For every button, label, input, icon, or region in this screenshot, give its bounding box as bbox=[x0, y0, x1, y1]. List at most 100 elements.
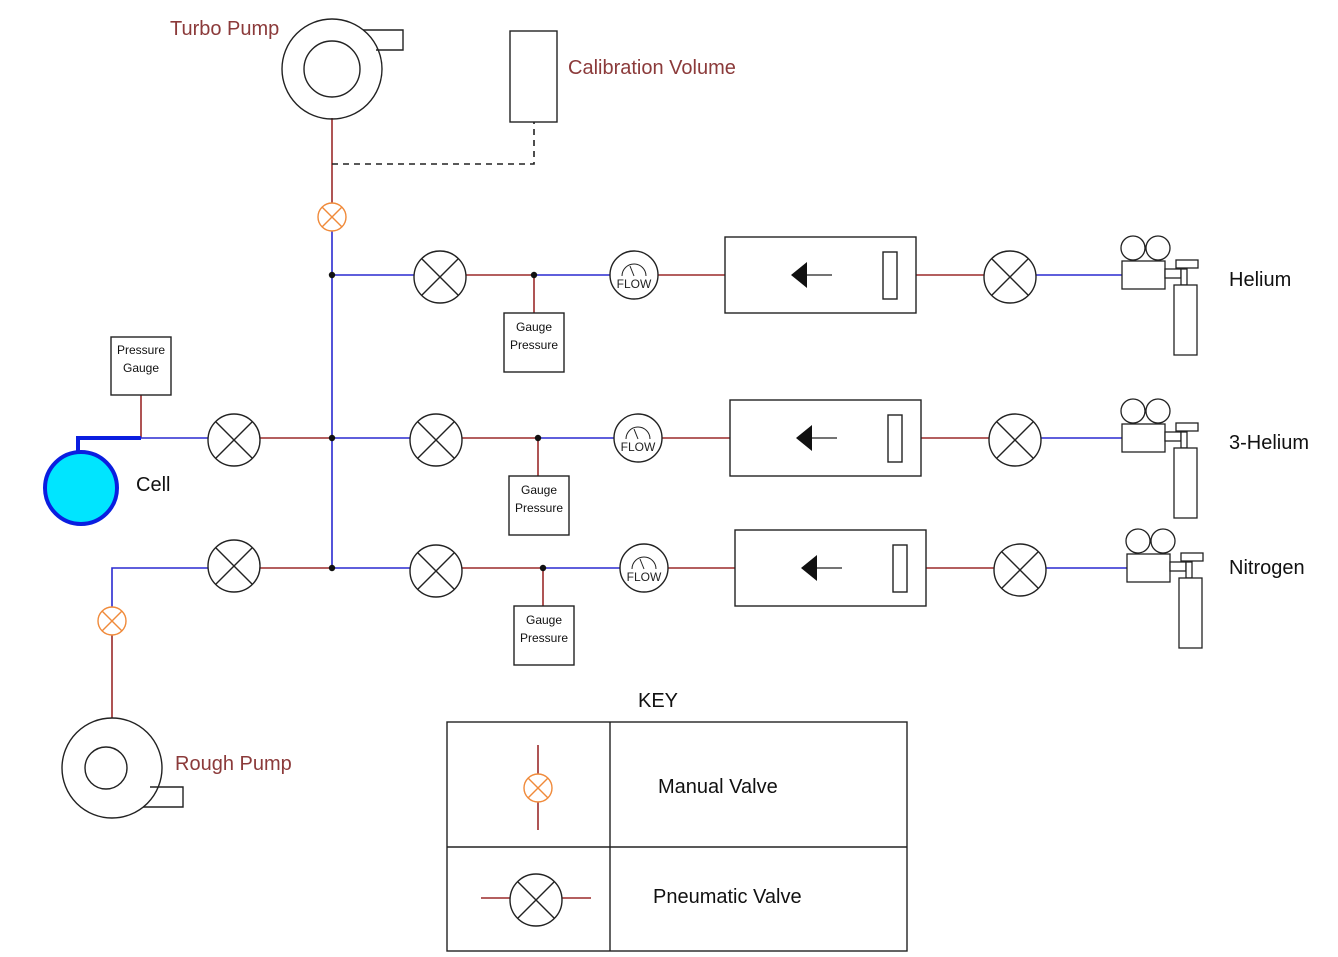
helium-line-label: Helium bbox=[1229, 269, 1291, 291]
pneumatic-valve-cross bbox=[991, 258, 1029, 296]
key-manual-valve-icon bbox=[523, 773, 553, 803]
rough-pump-inner bbox=[84, 746, 128, 790]
nitrogen-flow-meter[interactable]: FLOW bbox=[619, 543, 669, 593]
regulator-gauge-icon bbox=[1125, 528, 1151, 554]
nitrogen-gauge[interactable]: Gauge Pressure bbox=[513, 605, 575, 666]
flow-meter-dial-icon bbox=[621, 263, 647, 277]
cell-valve[interactable] bbox=[207, 413, 261, 467]
nitrogen-cylinder[interactable] bbox=[1125, 528, 1204, 649]
helium3-supply-valve[interactable] bbox=[988, 413, 1042, 467]
helium-gauge-box bbox=[503, 312, 565, 373]
cell-pressure-gauge-box bbox=[110, 336, 172, 396]
rough-pump-label: Rough Pump bbox=[175, 753, 292, 775]
regulator-handle bbox=[1175, 259, 1199, 269]
key-title: KEY bbox=[638, 690, 678, 712]
calibration-volume[interactable] bbox=[509, 30, 558, 123]
helium-inlet-valve[interactable] bbox=[413, 250, 467, 304]
rough-manual-valve[interactable] bbox=[97, 606, 127, 636]
helium-gauge-line2: Pressure bbox=[510, 338, 558, 352]
nitrogen-gauge-line2: Pressure bbox=[520, 631, 568, 645]
flow-meter-dial-icon bbox=[625, 426, 651, 440]
helium3-cylinder[interactable] bbox=[1120, 398, 1199, 519]
helium-cylinder[interactable] bbox=[1120, 235, 1199, 356]
pneumatic-valve-cross bbox=[215, 421, 253, 459]
helium3-line-label: 3-Helium bbox=[1229, 432, 1309, 454]
turbo-pump[interactable] bbox=[281, 18, 404, 120]
key-legend: KEY Manual Valve Pneumatic Valve bbox=[446, 690, 908, 952]
junction-dot bbox=[539, 564, 547, 572]
key-manual-valve-label: Manual Valve bbox=[658, 776, 778, 798]
pneumatic-valve-cross bbox=[417, 421, 455, 459]
flow-meter-needle-icon bbox=[629, 265, 635, 277]
junction-dot bbox=[328, 434, 336, 442]
rough-pump-valve[interactable] bbox=[207, 539, 261, 593]
junction-dot bbox=[534, 434, 542, 442]
flow-meter-label: FLOW bbox=[627, 570, 662, 584]
pneumatic-valves bbox=[207, 250, 1047, 598]
regulator-gauge-icon bbox=[1120, 398, 1146, 424]
flow-direction-arrow-icon bbox=[796, 425, 812, 451]
cylinder-body bbox=[1173, 447, 1198, 519]
helium3-inlet-valve[interactable] bbox=[409, 413, 463, 467]
turbo-pump-inner bbox=[303, 40, 361, 98]
turbo-manual-valve[interactable] bbox=[317, 202, 347, 232]
nitrogen-flow-controller[interactable] bbox=[734, 529, 927, 607]
pipes bbox=[111, 118, 1127, 718]
key-pneumatic-valve-icon bbox=[509, 873, 563, 927]
regulator-handle bbox=[1175, 422, 1199, 432]
pneumatic-valve-cross bbox=[996, 421, 1034, 459]
junctions bbox=[328, 271, 547, 572]
cell-label: Cell bbox=[136, 474, 170, 496]
flow-meter-needle-icon bbox=[633, 428, 639, 440]
helium-supply-valve[interactable] bbox=[983, 250, 1037, 304]
flow-controller-window bbox=[892, 544, 908, 593]
pneumatic-valve-cross bbox=[421, 258, 459, 296]
helium3-flow-controller[interactable] bbox=[729, 399, 922, 477]
flow-meter-label: FLOW bbox=[621, 440, 656, 454]
cell-pressure-gauge[interactable]: Pressure Gauge bbox=[110, 336, 172, 396]
manual-valve-cross bbox=[101, 610, 123, 632]
nitrogen-inlet-valve[interactable] bbox=[409, 544, 463, 598]
pneumatic-valve-cross bbox=[517, 881, 555, 919]
flow-meter-dial-icon bbox=[631, 556, 657, 570]
junction-dot bbox=[328, 271, 336, 279]
rough-pump-outer bbox=[61, 717, 163, 819]
regulator-outlet bbox=[1169, 561, 1187, 572]
helium-gauge[interactable]: Gauge Pressure bbox=[503, 312, 565, 373]
regulator-gauge-icon bbox=[1145, 235, 1171, 261]
regulator-gauge-icon bbox=[1120, 235, 1146, 261]
junction-dot bbox=[530, 271, 538, 279]
helium3-gauge-line1: Gauge bbox=[521, 483, 557, 497]
helium3-flow-meter[interactable]: FLOW bbox=[613, 413, 663, 463]
flow-controller-window bbox=[882, 251, 898, 300]
pneumatic-valve-cross bbox=[417, 552, 455, 590]
regulator-body bbox=[1121, 423, 1166, 453]
nitrogen-supply-valve[interactable] bbox=[993, 543, 1047, 597]
cell[interactable] bbox=[43, 450, 119, 526]
regulator-body bbox=[1126, 553, 1171, 583]
flow-controller-window bbox=[887, 414, 903, 463]
flow-meter-label: FLOW bbox=[617, 277, 652, 291]
helium3-gauge[interactable]: Gauge Pressure bbox=[508, 475, 570, 536]
manual-valve-cross bbox=[321, 206, 343, 228]
cell-pressure-gauge-line2: Gauge bbox=[123, 361, 159, 375]
regulator-outlet bbox=[1164, 268, 1182, 279]
rough-pump-branch bbox=[111, 567, 208, 607]
cell-pressure-gauge-line1: Pressure bbox=[117, 343, 165, 357]
helium-flow-controller[interactable] bbox=[724, 236, 917, 314]
flow-direction-arrow-icon bbox=[801, 555, 817, 581]
turbo-pump-outer bbox=[281, 18, 383, 120]
cylinder-valve bbox=[1180, 268, 1188, 286]
flow-meter-needle-icon bbox=[639, 558, 645, 570]
helium3-gauge-box bbox=[508, 475, 570, 536]
turbo-pump-exhaust bbox=[363, 29, 404, 51]
nitrogen-line-label: Nitrogen bbox=[1229, 557, 1305, 579]
cylinder-valve bbox=[1185, 561, 1193, 579]
rough-pump[interactable] bbox=[61, 717, 184, 819]
nitrogen-gauge-line1: Gauge bbox=[526, 613, 562, 627]
helium-gauge-line1: Gauge bbox=[516, 320, 552, 334]
regulator-handle bbox=[1180, 552, 1204, 562]
cylinder-body bbox=[1173, 284, 1198, 356]
helium-flow-meter[interactable]: FLOW bbox=[609, 250, 659, 300]
